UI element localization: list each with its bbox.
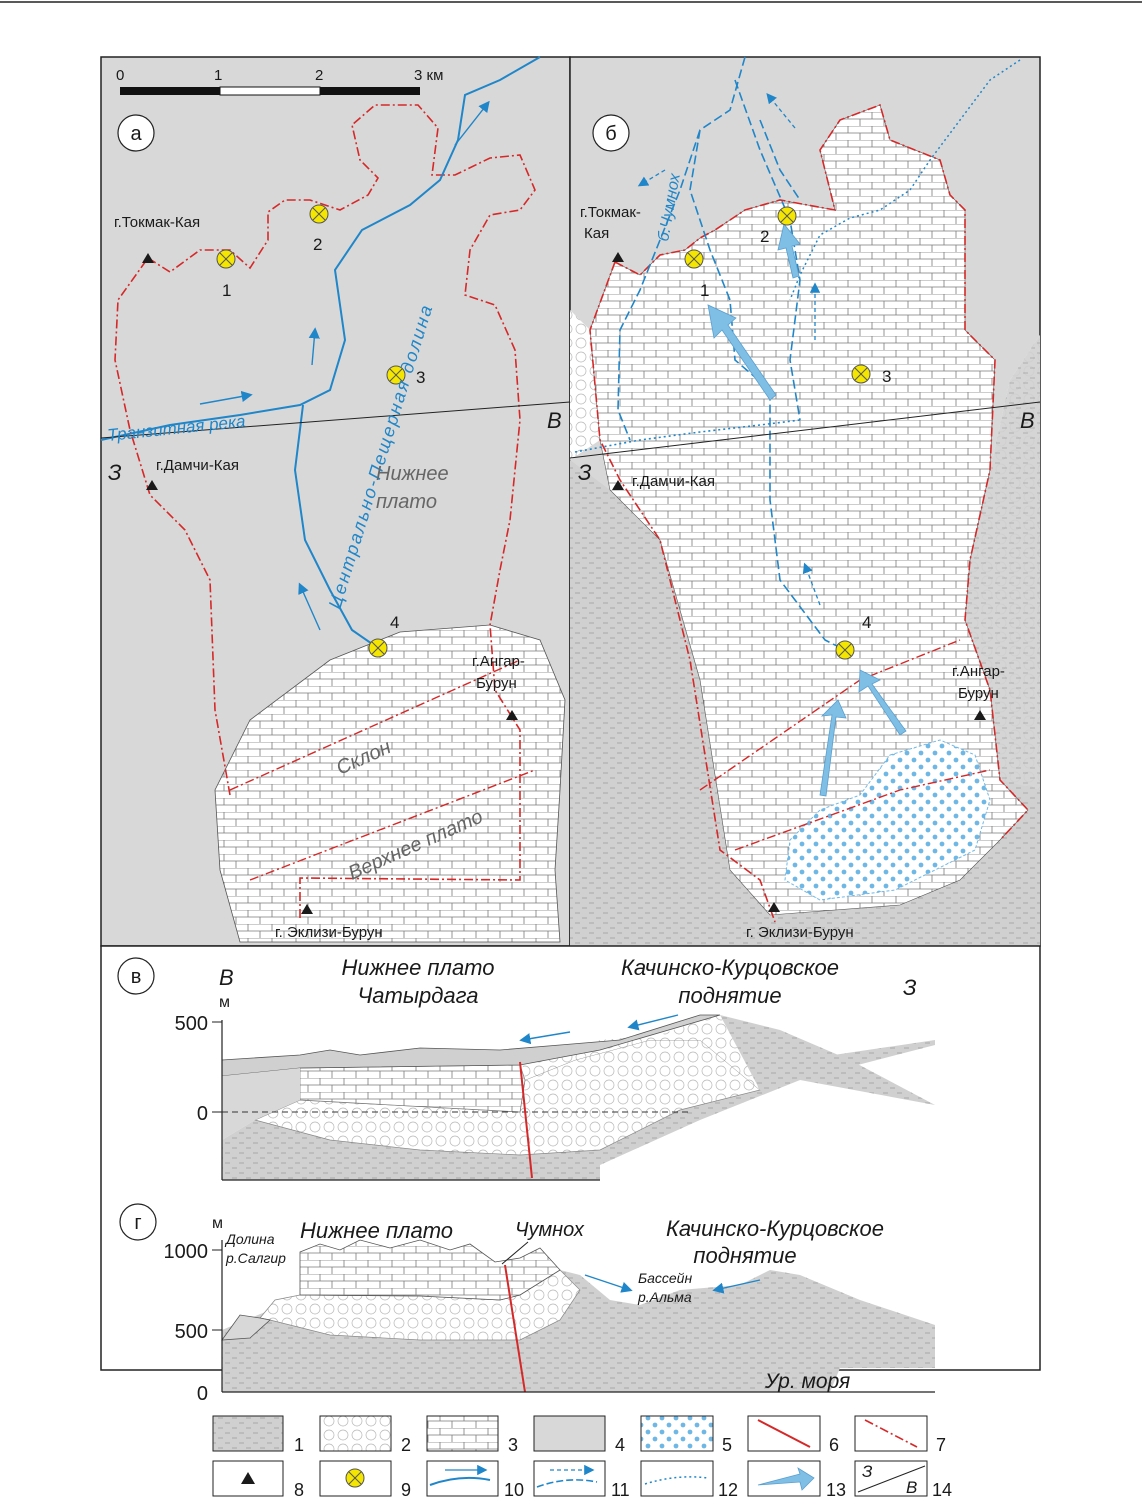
section-v-dir-left: В: [219, 965, 234, 990]
legend: 1 2 3 4 5 6 7 8 9 10 11 12 13: [212, 1415, 952, 1500]
panel-label-g: г: [134, 1212, 141, 1234]
svg-text:7: 7: [936, 1435, 946, 1455]
svg-text:0: 0: [116, 67, 124, 84]
cross-section-g: г м 1000 500 0 Долина р.Салгир Нижнее пл…: [119, 1203, 935, 1405]
label-chumnokh-g: Чумнох: [515, 1219, 585, 1241]
peak-damchi-b: г.Дамчи-Кая: [632, 473, 715, 490]
transit-river-a: [100, 56, 541, 441]
label-salgir-1: Долина: [224, 1231, 275, 1247]
map-panel-b: б г.Токмак- Кая г.Дамчи-Кая г.Ангар- Бур…: [569, 56, 1041, 947]
svg-text:3 км: 3 км: [414, 67, 443, 84]
svg-text:З: З: [862, 1462, 873, 1481]
section-v-title-right-1: Качинско-Курцовское: [621, 955, 839, 980]
label-salgir-2: р.Салгир: [225, 1250, 286, 1266]
label-lower-plateau-g: Нижнее плато: [300, 1218, 453, 1243]
peak-angar-a-1: г.Ангар-: [472, 653, 525, 670]
svg-text:10: 10: [504, 1480, 524, 1500]
svg-text:3: 3: [508, 1435, 518, 1455]
upper-cover-v: [221, 1014, 721, 1077]
svg-text:500: 500: [175, 1321, 208, 1343]
svg-text:В: В: [906, 1478, 917, 1497]
label-lower-plateau-2: плато: [376, 491, 437, 513]
compass-west-b: З: [578, 460, 592, 485]
svg-text:1: 1: [214, 67, 222, 84]
svg-text:1: 1: [222, 281, 231, 300]
peak-eklizi-a: г. Эклизи-Бурун: [275, 924, 383, 941]
karst-springs-b: [684, 206, 871, 660]
svg-text:1000: 1000: [164, 1241, 209, 1263]
section-v-title-right-2: поднятие: [678, 983, 781, 1008]
peak-eklizi-b: г. Эклизи-Бурун: [746, 924, 854, 941]
peak-damchi-a: г.Дамчи-Кая: [156, 457, 239, 474]
carbonate-outcrop-b: [589, 104, 1029, 916]
peak-tokmak-a: г.Токмак-Кая: [114, 214, 200, 231]
peak-tokmak-b-2: Кая: [584, 225, 609, 242]
svg-text:14: 14: [932, 1480, 952, 1500]
panel-label-a: а: [130, 123, 142, 145]
scale-bar: 0 1 2 3 км: [116, 67, 443, 96]
peak-angar-b-1: г.Ангар-: [952, 663, 1005, 680]
svg-text:2: 2: [401, 1435, 411, 1455]
paleo-river-b: [574, 419, 801, 453]
carbonate-outcrop-a: [214, 624, 566, 943]
karst-springs-a: [216, 204, 406, 658]
svg-text:13: 13: [826, 1480, 846, 1500]
map-panel-a: 0 1 2 3 км а г.Токмак-Кая г.Дамчи-Кая г.…: [100, 56, 571, 947]
compass-east-b: В: [1020, 408, 1035, 433]
panel-label-v: в: [131, 966, 142, 988]
lower-sandstone-b: [570, 460, 1040, 946]
compass-west-a: З: [108, 460, 122, 485]
peak-tokmak-b-1: г.Токмак-: [580, 204, 641, 221]
section-v-dir-right: З: [903, 975, 917, 1000]
svg-text:2: 2: [313, 235, 322, 254]
label-sea-level: Ур. моря: [764, 1370, 850, 1393]
peak-angar-a-2: Бурун: [476, 675, 517, 692]
watershed-boundary-a: [114, 104, 536, 920]
section-g-unit: м: [212, 1215, 223, 1232]
cross-section-v: в В м 500 0 Нижнее плато Чатырдага Качин…: [100, 945, 1041, 1371]
label-alma-2: р.Альма: [637, 1289, 692, 1305]
chumnokh-gully-b: [617, 56, 846, 651]
svg-text:2: 2: [315, 67, 323, 84]
svg-text:8: 8: [294, 1480, 304, 1500]
uplift-slope-v: [720, 1015, 935, 1105]
section-g-title-right-1: Качинско-Курцовское: [666, 1216, 884, 1241]
svg-text:1: 1: [700, 281, 709, 300]
watershed-boundary-b: [589, 103, 1030, 923]
svg-text:3: 3: [416, 368, 425, 387]
limestone-g: [299, 1239, 561, 1301]
label-lower-plateau-1: Нижнее: [376, 463, 449, 485]
section-v-title-left-1: Нижнее плато: [341, 955, 494, 980]
compass-east-a: В: [547, 408, 562, 433]
basement-g: [222, 1270, 935, 1392]
svg-text:500: 500: [175, 1013, 208, 1035]
svg-text:3: 3: [882, 367, 891, 386]
svg-text:0: 0: [197, 1103, 208, 1125]
section-g-title-right-2: поднятие: [693, 1243, 796, 1268]
ice-flow-arrows-b: [707, 223, 907, 797]
label-alma-1: Бассейн: [638, 1270, 692, 1286]
svg-text:4: 4: [862, 613, 871, 632]
central-cave-valley-a: [293, 404, 379, 649]
svg-text:4: 4: [615, 1435, 625, 1455]
section-v-title-left-2: Чатырдага: [357, 983, 478, 1008]
svg-text:1: 1: [294, 1435, 304, 1455]
svg-text:0: 0: [197, 1383, 208, 1405]
svg-text:11: 11: [611, 1480, 630, 1500]
snowfield-b: [784, 739, 991, 901]
section-v-unit: м: [219, 994, 230, 1011]
svg-text:2: 2: [760, 227, 769, 246]
svg-text:12: 12: [718, 1480, 738, 1500]
svg-text:4: 4: [390, 613, 399, 632]
svg-text:6: 6: [829, 1435, 839, 1455]
svg-text:9: 9: [401, 1480, 411, 1500]
svg-text:5: 5: [722, 1435, 732, 1455]
peak-angar-b-2: Бурун: [958, 685, 999, 702]
panel-label-b: б: [605, 123, 616, 145]
